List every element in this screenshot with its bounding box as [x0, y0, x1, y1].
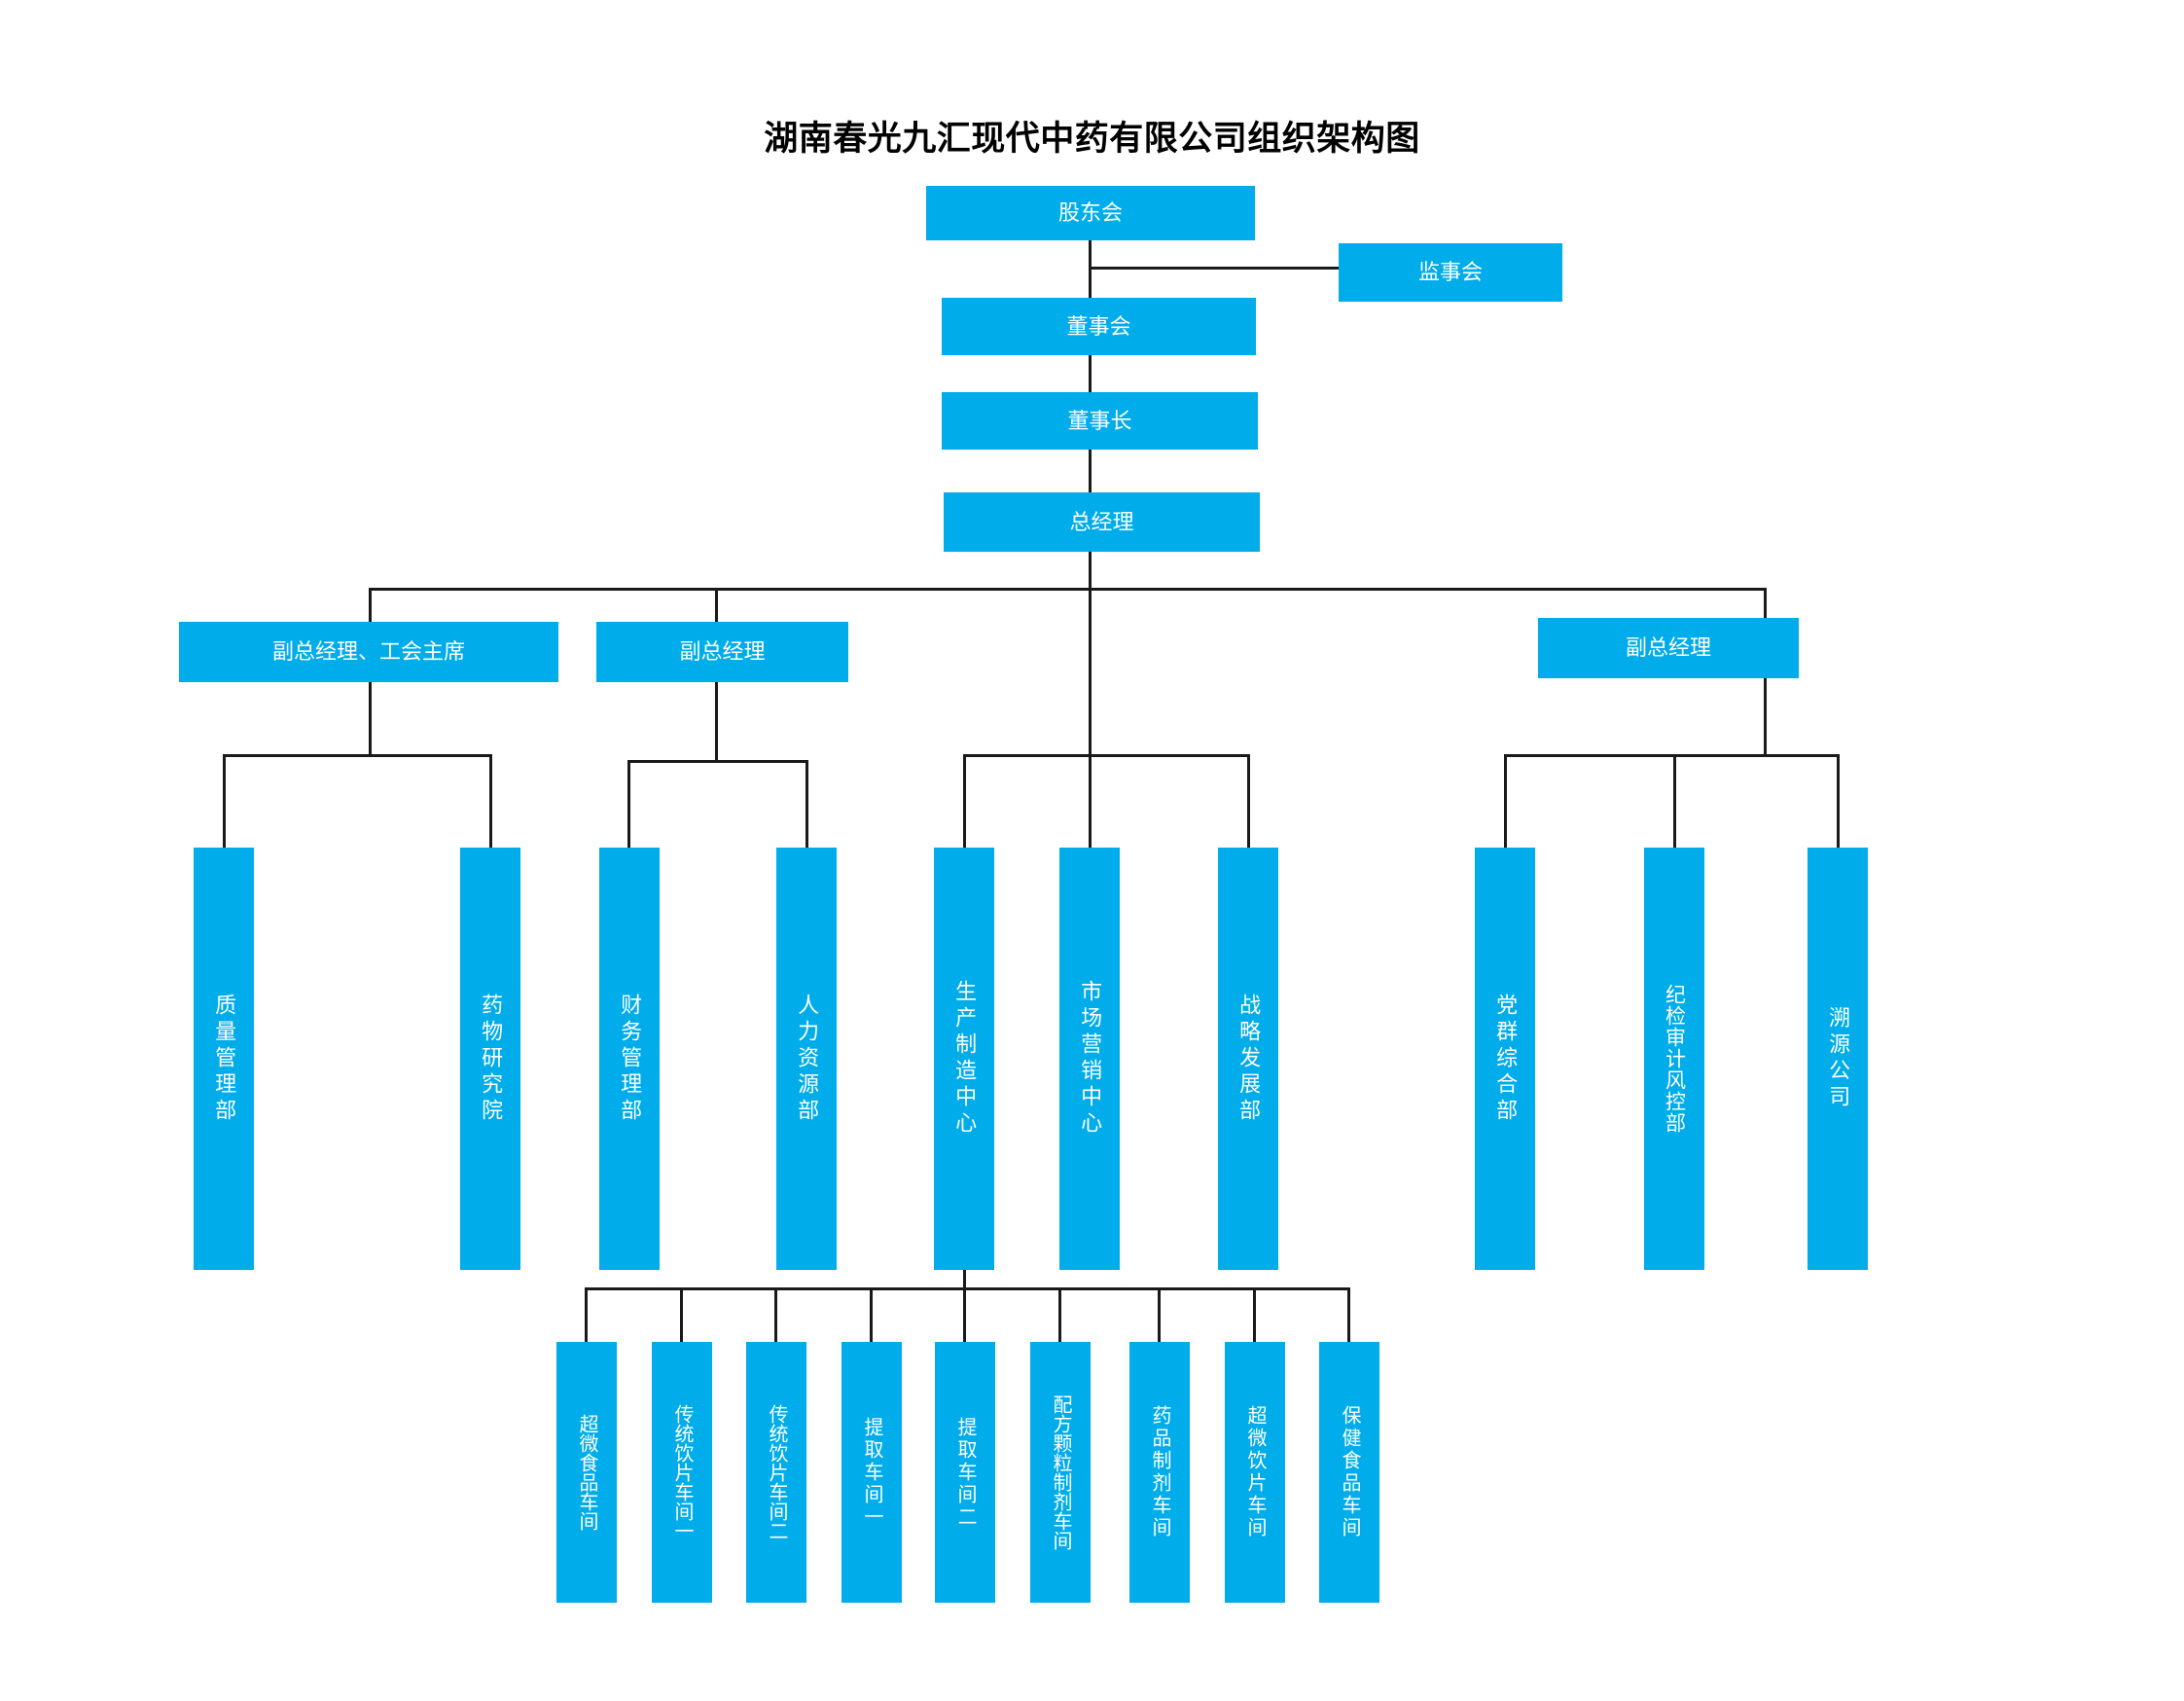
workshop-extraction-1[interactable]: 提取车间一 — [841, 1342, 902, 1603]
dept-traceability[interactable]: 溯源公司 — [1808, 848, 1868, 1270]
connector-to-ws-7 — [1158, 1287, 1161, 1342]
node-general-manager[interactable]: 总经理 — [944, 492, 1260, 552]
dept-strategy[interactable]: 战略发展部 — [1218, 848, 1278, 1270]
node-vp-3[interactable]: 副总经理 — [1538, 618, 1799, 678]
connector-gm-down — [1089, 552, 1092, 588]
connector-bus-to-vp-2 — [715, 588, 718, 622]
connector-vp-union-bus — [223, 754, 492, 757]
connector-to-audit-risk — [1673, 754, 1676, 848]
workshop-traditional-pieces-1[interactable]: 传统饮片车间一 — [652, 1342, 712, 1603]
connector-board-to-chairman — [1089, 355, 1092, 392]
dept-party-affairs[interactable]: 党群综合部 — [1475, 848, 1535, 1270]
connector-to-marketing — [1089, 754, 1092, 848]
connector-to-ws-5 — [963, 1287, 966, 1342]
workshop-extraction-2[interactable]: 提取车间二 — [935, 1342, 995, 1603]
node-board[interactable]: 董事会 — [942, 298, 1256, 355]
dept-manufacturing[interactable]: 生产制造中心 — [934, 848, 994, 1270]
connector-to-quality — [223, 754, 226, 848]
connector-to-drug-research — [489, 754, 492, 848]
connector-shareholders-to-supervisors — [1089, 267, 1339, 270]
dept-quality[interactable]: 质量管理部 — [194, 848, 254, 1270]
connector-to-ws-8 — [1253, 1287, 1256, 1342]
connector-workshop-bus — [585, 1287, 1349, 1290]
connector-bus-to-vp-union — [369, 588, 372, 622]
dept-audit-risk[interactable]: 纪检审计风控部 — [1644, 848, 1704, 1270]
connector-to-ws-6 — [1058, 1287, 1061, 1342]
connector-manufacturing-group-bus — [963, 754, 1250, 757]
connector-to-party-affairs — [1504, 754, 1507, 848]
dept-marketing[interactable]: 市场营销中心 — [1059, 848, 1120, 1270]
node-vp-union[interactable]: 副总经理、工会主席 — [179, 622, 558, 682]
workshop-health-food[interactable]: 保健食品车间 — [1319, 1342, 1379, 1603]
node-vp-2[interactable]: 副总经理 — [596, 622, 848, 682]
connector-chairman-to-gm — [1089, 450, 1092, 492]
workshop-ultrafine-food[interactable]: 超微食品车间 — [556, 1342, 617, 1603]
connector-to-ws-2 — [680, 1287, 683, 1342]
connector-bus-to-vp-3 — [1764, 588, 1767, 622]
connector-to-ws-3 — [774, 1287, 777, 1342]
connector-to-strategy — [1247, 754, 1250, 848]
connector-to-ws-9 — [1347, 1287, 1350, 1342]
workshop-formula-granule[interactable]: 配方颗粒制剂车间 — [1030, 1342, 1091, 1603]
connector-vp-3-bus — [1504, 754, 1840, 757]
workshop-pharma-prep[interactable]: 药品制剂车间 — [1129, 1342, 1190, 1603]
dept-finance[interactable]: 财务管理部 — [599, 848, 660, 1270]
page-title: 湖南春光九汇现代中药有限公司组织架构图 — [764, 120, 1420, 158]
node-supervisors[interactable]: 监事会 — [1339, 243, 1562, 302]
connector-gm-spine — [1089, 588, 1092, 754]
workshop-traditional-pieces-2[interactable]: 传统饮片车间二 — [746, 1342, 806, 1603]
connector-to-hr — [806, 760, 808, 848]
node-chairman[interactable]: 董事长 — [942, 392, 1258, 450]
connector-vp-2-bus — [627, 760, 808, 763]
connector-to-traceability — [1837, 754, 1840, 848]
connector-manufacturing-down — [963, 1270, 966, 1287]
connector-to-manufacturing — [963, 754, 966, 848]
workshop-ultrafine-pieces[interactable]: 超微饮片车间 — [1225, 1342, 1285, 1603]
dept-hr[interactable]: 人力资源部 — [776, 848, 837, 1270]
connector-vp-union-down — [369, 682, 372, 754]
connector-vp-bus — [369, 588, 1767, 591]
connector-to-ws-1 — [585, 1287, 588, 1342]
connector-vp-3-down — [1764, 678, 1767, 754]
dept-drug-research[interactable]: 药物研究院 — [460, 848, 520, 1270]
connector-to-ws-4 — [870, 1287, 873, 1342]
connector-vp-2-down — [715, 682, 718, 760]
connector-to-finance — [627, 760, 630, 848]
node-shareholders[interactable]: 股东会 — [926, 186, 1255, 240]
